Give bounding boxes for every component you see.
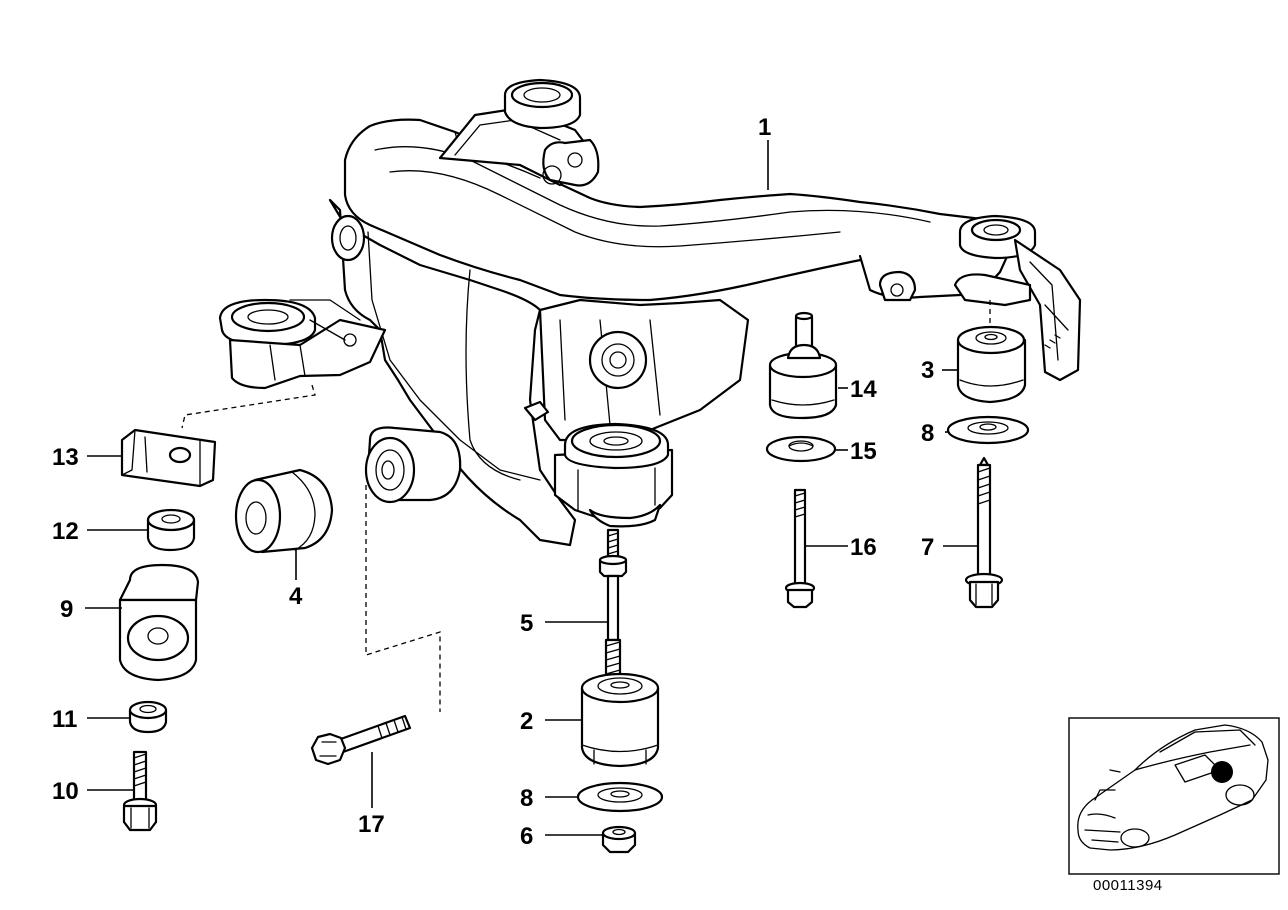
callout-17: 17 <box>358 811 385 838</box>
callout-9: 9 <box>60 596 73 623</box>
leader-lines <box>85 140 978 836</box>
part-3-rubber-mount <box>956 325 1027 404</box>
callout-3: 3 <box>921 357 934 384</box>
callout-13: 13 <box>52 444 79 471</box>
part-8-washer-lower <box>576 781 664 813</box>
part-9-rubber-mount <box>118 563 200 682</box>
part-8-washer-upper <box>946 415 1030 445</box>
part-2-rubber-mount <box>580 672 660 768</box>
callout-16: 16 <box>850 534 877 561</box>
part-13-clip <box>120 428 217 488</box>
diagram-code: 00011394 <box>1093 877 1163 894</box>
car-outline-icon <box>1077 724 1269 851</box>
part-7-long-bolt <box>964 456 1004 609</box>
callout-4: 4 <box>289 583 303 610</box>
part-17-bolt <box>310 714 412 766</box>
callout-8-upper: 8 <box>921 420 934 447</box>
callout-1: 1 <box>758 114 771 141</box>
callout-7: 7 <box>921 534 934 561</box>
part-4-bushing <box>234 468 334 554</box>
part-14-stud-mount <box>768 311 838 420</box>
part-15-washer <box>765 435 837 463</box>
vehicle-location-inset <box>1068 717 1280 875</box>
callout-5: 5 <box>520 610 533 637</box>
part-12-sleeve <box>146 508 196 552</box>
dashed-line-13 <box>181 384 316 429</box>
part-5-threaded-stud <box>598 528 628 682</box>
part-6-nut <box>601 825 637 854</box>
callout-6: 6 <box>520 823 533 850</box>
location-marker-icon <box>1211 761 1233 783</box>
callout-12: 12 <box>52 518 79 545</box>
part-11-ring <box>128 700 168 734</box>
part-10-bolt <box>122 750 158 832</box>
callout-10: 10 <box>52 778 79 805</box>
callout-15: 15 <box>850 438 877 465</box>
callout-8-lower: 8 <box>520 785 533 812</box>
part-1-axle-carrier <box>218 78 1082 547</box>
callout-2: 2 <box>520 708 533 735</box>
callout-11: 11 <box>52 706 77 733</box>
part-16-bolt <box>784 488 816 609</box>
dashed-line-17 <box>365 485 441 712</box>
callout-14: 14 <box>850 376 877 403</box>
